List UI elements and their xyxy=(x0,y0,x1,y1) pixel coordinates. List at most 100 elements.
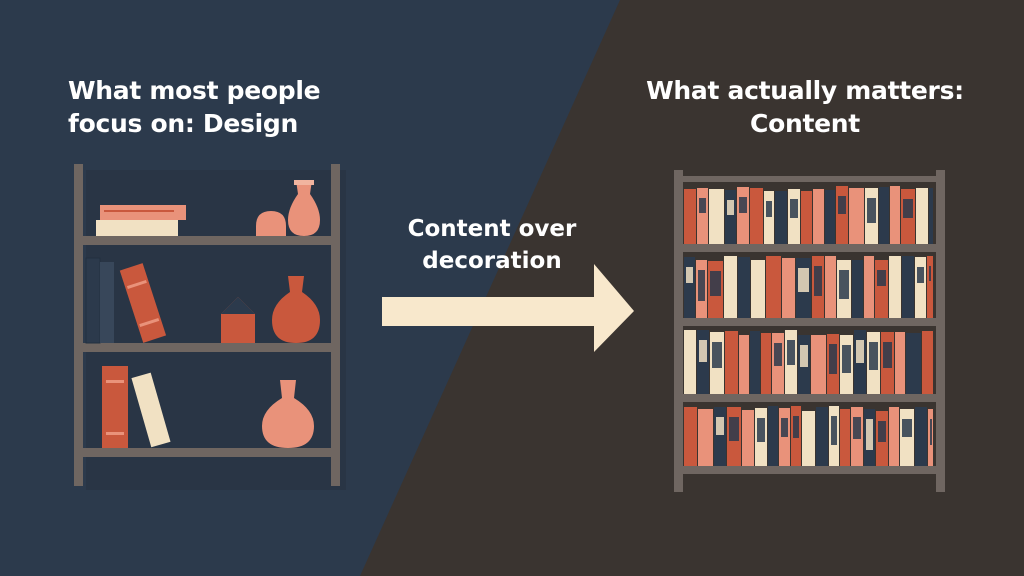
leaning-book xyxy=(119,263,167,343)
book-spine xyxy=(811,335,826,394)
house-roof xyxy=(221,297,255,314)
book-label xyxy=(766,201,772,217)
book-spine xyxy=(751,260,765,318)
book-label xyxy=(698,270,705,301)
shelf-side-left xyxy=(674,170,683,492)
book-label xyxy=(729,417,739,441)
book-label xyxy=(699,340,707,362)
book-spine xyxy=(709,189,724,244)
book-spine xyxy=(915,257,926,318)
book-label xyxy=(793,416,799,438)
book-spine xyxy=(725,331,738,394)
design-bookshelf xyxy=(74,164,346,490)
round-vase xyxy=(272,276,320,343)
book-spine xyxy=(725,190,736,244)
book-spine xyxy=(852,260,863,318)
book-label xyxy=(774,343,782,366)
book-spine xyxy=(915,407,927,466)
shelf-side-left xyxy=(74,164,83,486)
book-spine xyxy=(801,191,812,244)
shelf-board xyxy=(682,244,936,252)
book-label xyxy=(787,340,795,365)
book-spine xyxy=(802,411,815,466)
book-spine xyxy=(739,335,749,394)
right-heading-line1: What actually matters: xyxy=(646,76,964,105)
book-label xyxy=(853,417,861,439)
book-spine xyxy=(922,331,933,394)
book-label xyxy=(878,421,886,442)
book-label xyxy=(838,196,846,214)
book-stripe xyxy=(104,210,174,212)
book-spine xyxy=(738,257,750,318)
book-spine xyxy=(684,257,695,318)
book-spine xyxy=(737,187,749,244)
book-label xyxy=(710,271,721,296)
book-spine xyxy=(836,186,848,244)
standing-book xyxy=(85,257,101,344)
shelf-board xyxy=(682,318,936,326)
book-label xyxy=(781,418,788,437)
book-spine xyxy=(742,410,754,466)
shelf-side-right xyxy=(331,164,340,486)
arrow-caption-line1: Content over xyxy=(407,216,577,242)
book-spine xyxy=(761,333,771,394)
book-label xyxy=(842,345,851,373)
book-spine xyxy=(816,407,828,466)
book-spine xyxy=(825,190,835,244)
book-stripe xyxy=(106,380,124,383)
shelf-side-right xyxy=(936,170,945,492)
book-spine xyxy=(768,406,778,466)
book-label xyxy=(686,267,693,283)
book-spine xyxy=(906,333,921,394)
book-label xyxy=(866,419,873,450)
arrow-caption-line2: decoration xyxy=(422,248,562,274)
shelf-board xyxy=(682,394,936,402)
book-label xyxy=(829,344,837,374)
book-label xyxy=(790,199,798,218)
book-label xyxy=(903,199,913,218)
book-label xyxy=(917,267,924,283)
book-spine xyxy=(697,188,708,244)
book-spine xyxy=(714,407,726,466)
book-spine xyxy=(889,407,899,466)
book-label xyxy=(716,417,724,435)
book-label xyxy=(856,340,864,363)
book-label xyxy=(877,270,886,286)
book-spine xyxy=(875,260,888,318)
book-spine xyxy=(724,256,737,318)
book-label xyxy=(757,418,765,442)
book-spine xyxy=(813,189,824,244)
shelf-top xyxy=(682,176,936,182)
book-spine xyxy=(684,330,696,394)
leaning-book xyxy=(131,372,171,448)
book-spine xyxy=(900,409,914,466)
book-label xyxy=(739,197,747,213)
book-spine xyxy=(782,258,795,318)
book-spine xyxy=(766,256,781,318)
arrow-caption: Content over decoration xyxy=(392,213,592,277)
book-label xyxy=(727,200,734,215)
content-bookshelf xyxy=(674,170,945,492)
bulb-vase xyxy=(262,380,314,448)
right-heading-line2: Content xyxy=(750,109,860,138)
book-spine xyxy=(775,191,787,244)
book-spine xyxy=(916,188,928,244)
book-label xyxy=(867,198,876,223)
tall-vase xyxy=(288,180,320,236)
standing-book xyxy=(102,366,128,448)
book-label xyxy=(800,345,808,367)
shelf-board xyxy=(82,236,332,245)
book-spine xyxy=(684,189,696,244)
book-spine xyxy=(889,256,901,318)
stacked-book xyxy=(100,205,186,220)
book-spine xyxy=(895,332,905,394)
left-heading-line2: focus on: Design xyxy=(68,109,298,138)
right-arrow xyxy=(382,264,634,352)
shelf-board xyxy=(82,448,332,457)
book-stripe xyxy=(106,432,124,435)
book-label xyxy=(902,419,912,437)
standing-book xyxy=(100,262,114,343)
book-label xyxy=(699,198,706,213)
